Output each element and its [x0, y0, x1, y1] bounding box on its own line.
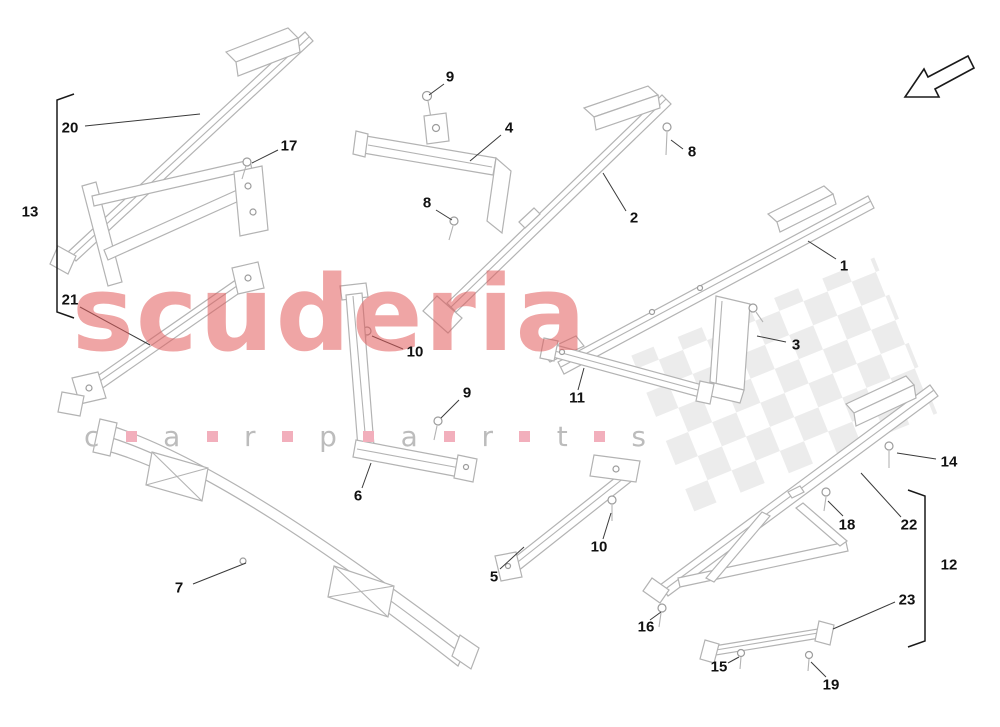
screw-17-icon — [241, 157, 252, 180]
part-4-bracket — [352, 112, 512, 235]
part-callout-6: 6 — [353, 487, 363, 505]
part-7-bumper-beam — [92, 418, 480, 670]
screw-8-left-icon — [448, 216, 459, 241]
part-23-bracket — [699, 620, 835, 664]
screw-9-top-icon — [421, 90, 433, 119]
part-callout-2: 2 — [629, 209, 639, 227]
part-22-frame-member — [642, 375, 939, 604]
checkered-flag-icon — [631, 257, 938, 512]
part-callout-10: 10 — [590, 538, 608, 556]
part-6-corner-member — [339, 282, 478, 483]
part-callout-22: 22 — [900, 516, 918, 534]
part-callout-8: 8 — [687, 143, 697, 161]
part-callout-19: 19 — [822, 676, 840, 694]
screw-18-icon — [821, 487, 831, 512]
part-callout-21: 21 — [61, 291, 79, 309]
part-callout-20: 20 — [61, 119, 79, 137]
screw-19-icon — [804, 650, 814, 672]
part-callout-11: 11 — [569, 389, 585, 407]
part-callout-1: 1 — [839, 257, 849, 275]
part-5-diagonal-member — [494, 454, 641, 582]
screw-10-right-icon — [607, 495, 617, 521]
part-20-frame-member — [49, 27, 314, 287]
screw-14-icon — [884, 441, 894, 468]
part-11-cross-member — [539, 337, 715, 405]
screw-16-icon — [657, 603, 667, 628]
screw-9-middle-icon — [433, 416, 443, 441]
part-21-diagonal-brace — [57, 261, 265, 417]
callout-leader-lines — [79, 83, 937, 678]
part-callout-3: 3 — [791, 336, 801, 354]
part-callout-16: 16 — [637, 618, 655, 636]
group-bracket-13 — [56, 93, 75, 319]
part-callout-4: 4 — [504, 119, 514, 137]
screw-15-icon — [736, 648, 746, 670]
part-callout-18: 18 — [838, 516, 856, 534]
part-callout-15: 15 — [710, 658, 728, 676]
part-callout-8: 8 — [422, 194, 432, 212]
screw-8-right-icon — [662, 122, 672, 156]
part-callout-12: 12 — [940, 556, 958, 574]
right-assembly-braces — [677, 502, 849, 588]
part-callout-14: 14 — [940, 453, 958, 471]
part-callout-7: 7 — [174, 579, 184, 597]
part-callout-9: 9 — [462, 384, 472, 402]
part-callout-9: 9 — [445, 68, 455, 86]
group-bracket-12 — [907, 489, 926, 648]
direction-arrow-icon — [903, 54, 976, 98]
part-callout-5: 5 — [489, 568, 499, 586]
part-callout-10: 10 — [406, 343, 424, 361]
part-callout-23: 23 — [898, 591, 916, 609]
part-callout-17: 17 — [280, 137, 298, 155]
part-2-frame-member — [422, 85, 672, 334]
part-callout-13: 13 — [21, 203, 39, 221]
